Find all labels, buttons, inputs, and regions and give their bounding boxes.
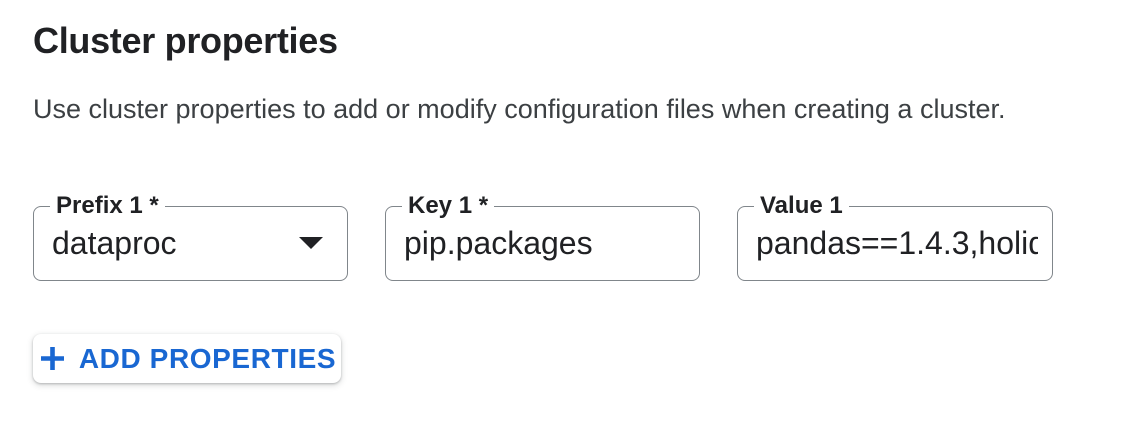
prefix-field-label: Prefix 1 *	[56, 192, 159, 219]
add-properties-button[interactable]: ADD PROPERTIES	[33, 334, 341, 383]
add-properties-button-label: ADD PROPERTIES	[78, 342, 337, 374]
key-field[interactable]: Key 1 *	[385, 193, 700, 281]
value-input[interactable]	[756, 224, 1038, 262]
value-field[interactable]: Value 1	[737, 193, 1053, 281]
prefix-selected-value: dataproc	[52, 224, 177, 261]
property-row-1: Prefix 1 * dataproc Key 1 * Value 1	[0, 193, 1122, 281]
prefix-select[interactable]: dataproc	[52, 221, 333, 265]
plus-icon	[40, 347, 64, 370]
key-input[interactable]	[404, 224, 685, 262]
page-title: Cluster properties	[33, 20, 338, 61]
prefix-field[interactable]: Prefix 1 * dataproc	[33, 193, 348, 281]
key-field-label: Key 1 *	[408, 192, 489, 219]
chevron-down-icon	[299, 237, 323, 249]
value-field-label: Value 1	[760, 192, 843, 219]
page-description: Use cluster properties to add or modify …	[33, 94, 1006, 124]
